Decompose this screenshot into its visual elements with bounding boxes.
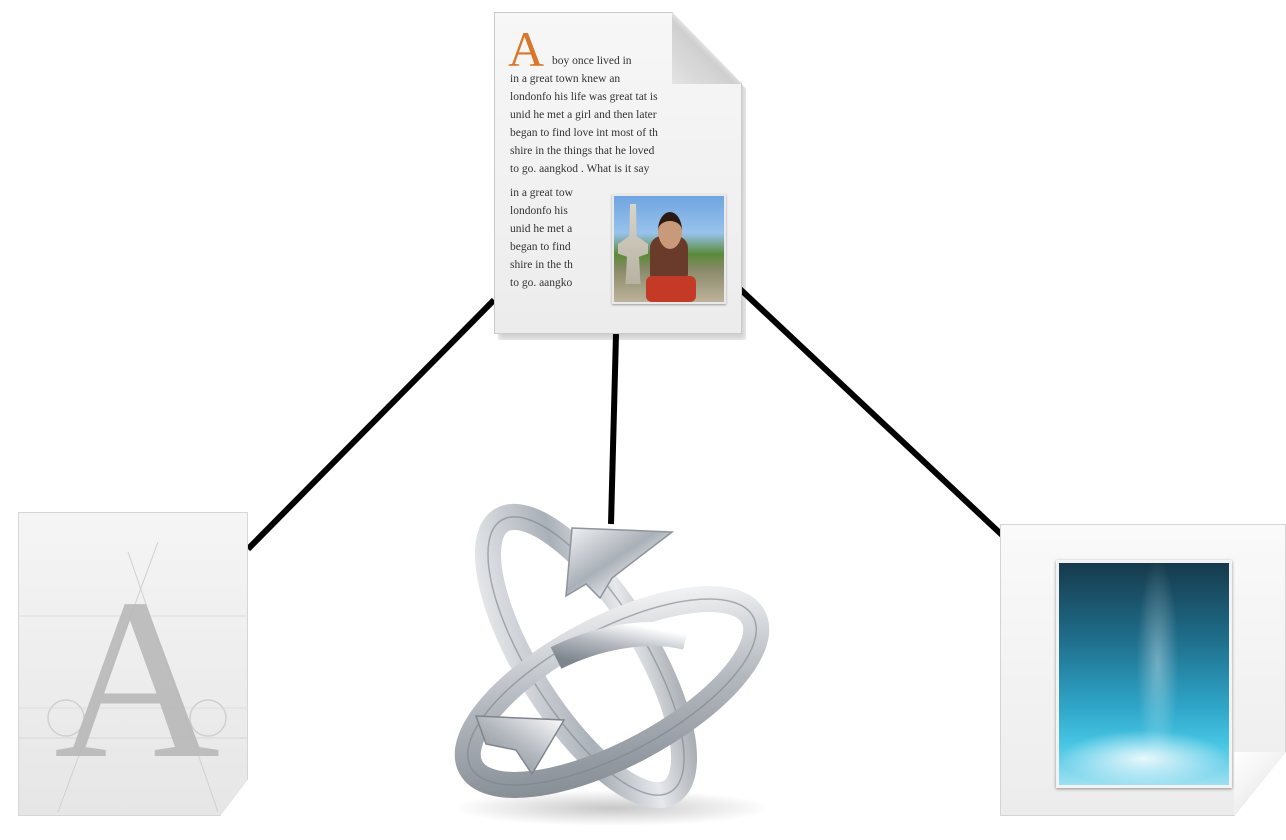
document-text-line: in a great tow xyxy=(510,184,608,202)
document-text-line: boy once lived in xyxy=(552,52,672,70)
document-text-line: shire in the things that he loved xyxy=(510,142,728,160)
image-file-icon[interactable] xyxy=(1000,524,1286,816)
sync-arrows-icon[interactable] xyxy=(436,488,782,832)
document-text-line: in a great town knew an xyxy=(510,70,674,88)
document-photo-thumbnail xyxy=(612,194,726,304)
font-file-icon[interactable]: A xyxy=(18,512,248,816)
document-text-line: began to find love int most of th xyxy=(510,124,728,142)
document-text-line: unid he met a xyxy=(510,220,608,238)
ocean-photo-thumbnail xyxy=(1056,560,1232,788)
document-dropcap: A xyxy=(508,24,544,74)
document-text-line: to go. aangko xyxy=(510,274,608,292)
rich-text-document-icon[interactable]: A boy once lived in in a great town knew… xyxy=(494,12,742,334)
document-text-line: shire in the th xyxy=(510,256,608,274)
document-text-line: londonfo his life was great tat is xyxy=(510,88,728,106)
font-glyph: A xyxy=(54,564,214,794)
document-text-line: began to find xyxy=(510,238,608,256)
document-text-line: to go. aangkod . What is it say xyxy=(510,160,728,178)
document-text-line: londonfo his xyxy=(510,202,608,220)
document-text-line: unid he met a girl and then later xyxy=(510,106,728,124)
